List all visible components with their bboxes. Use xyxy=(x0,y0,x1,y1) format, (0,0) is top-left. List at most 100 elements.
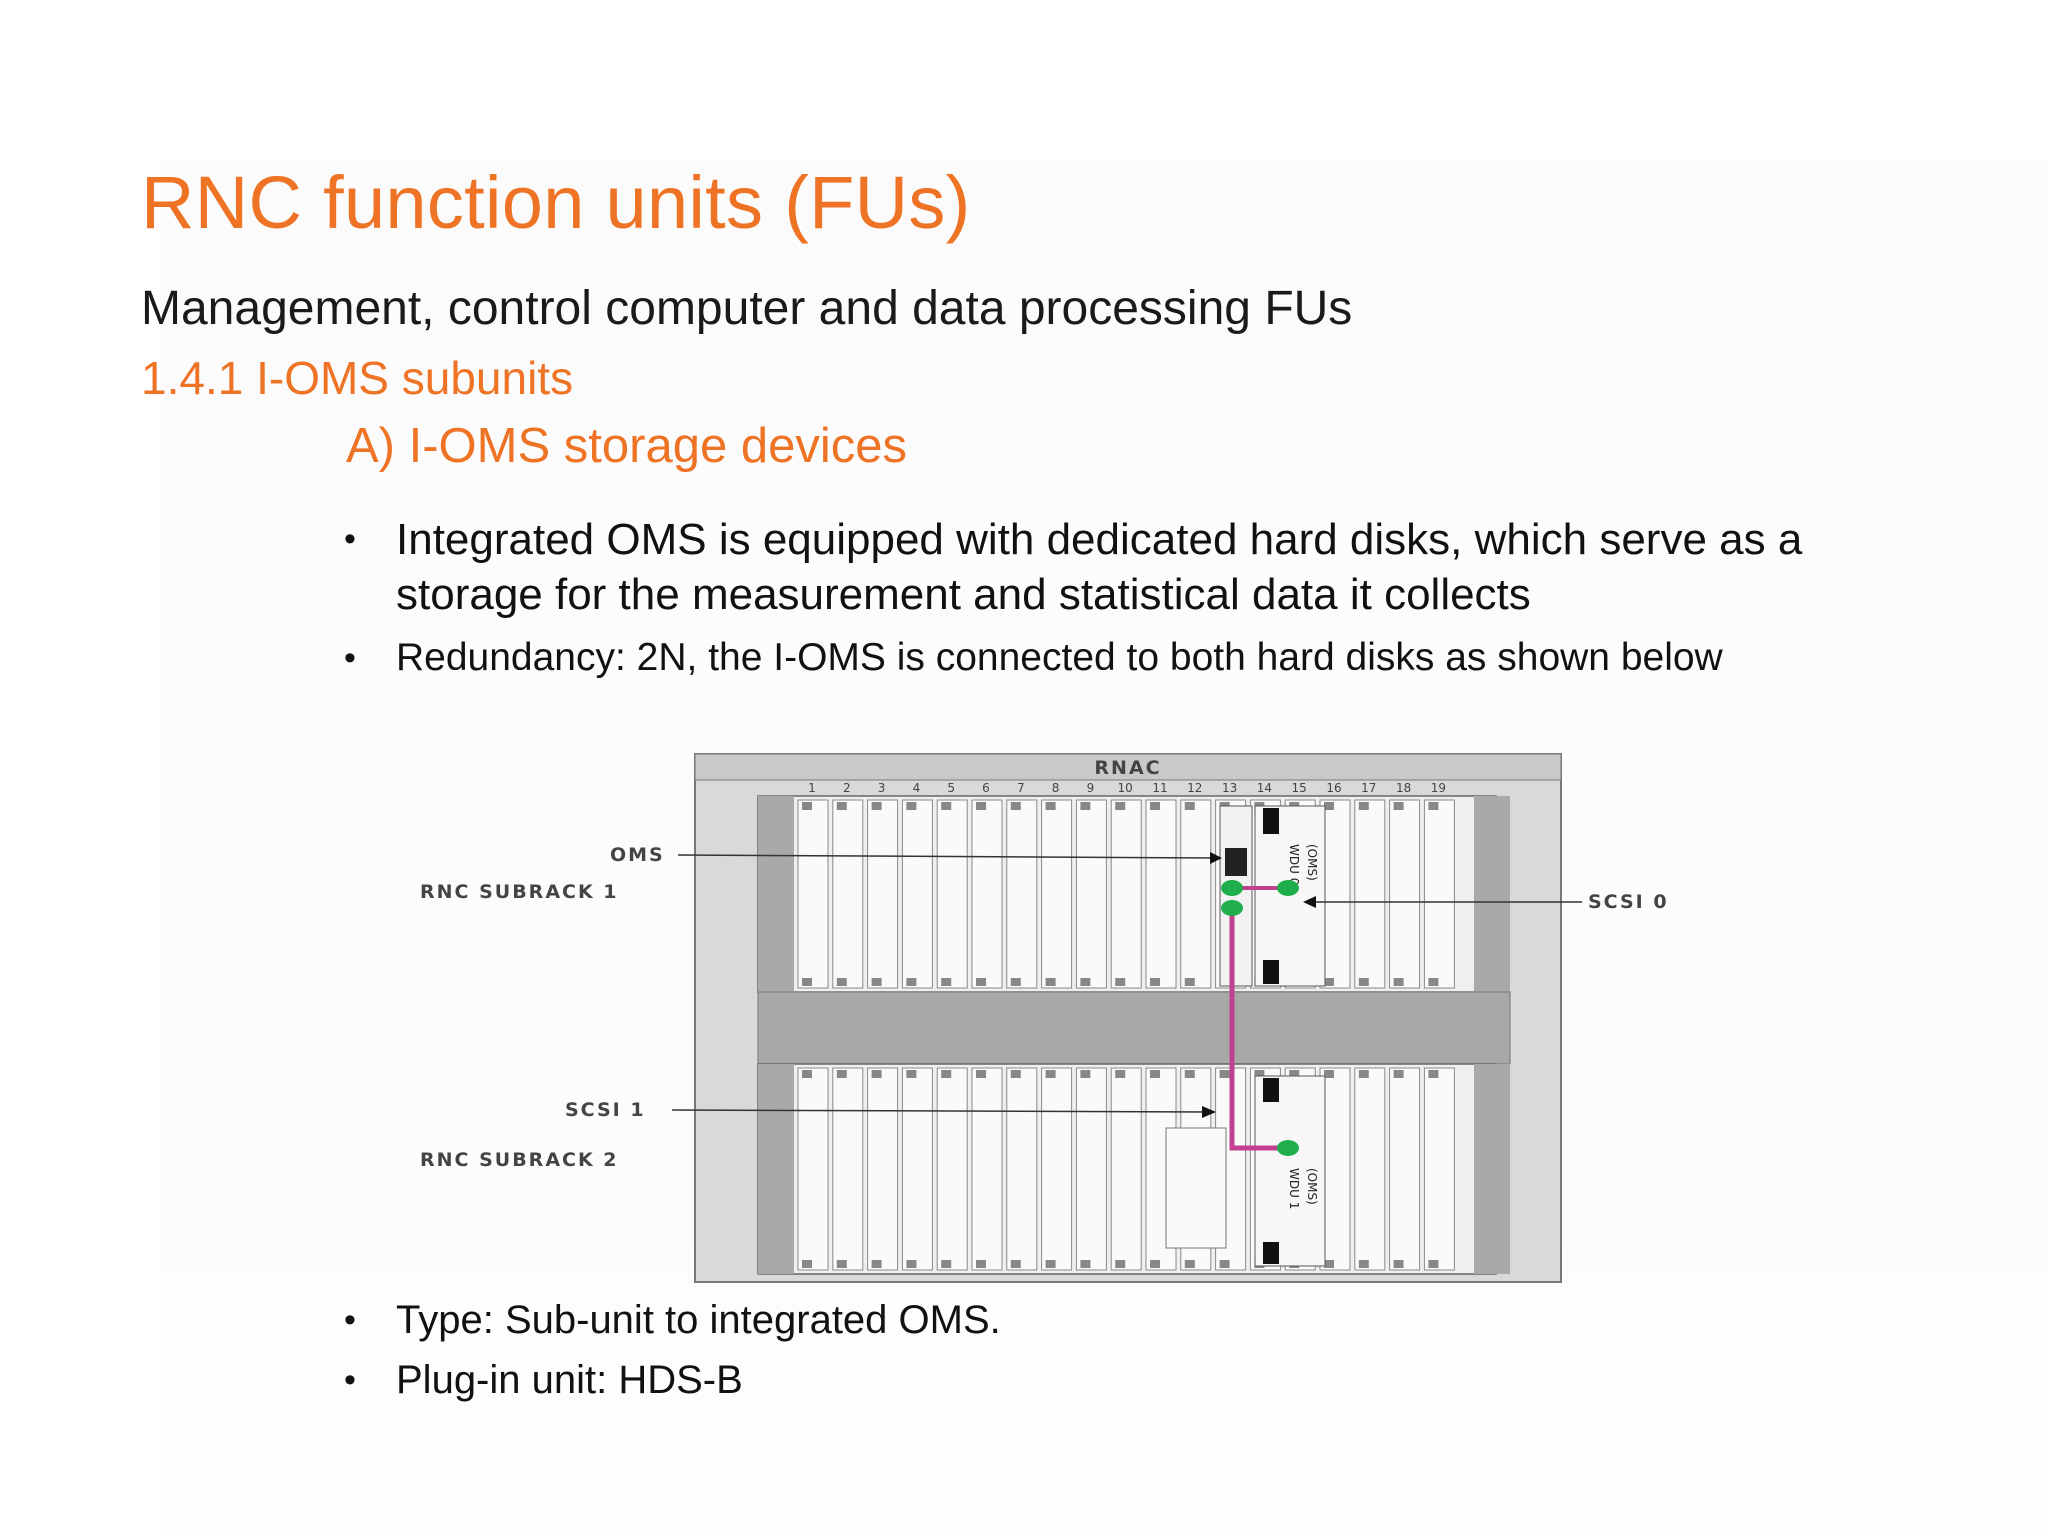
slot-number: 18 xyxy=(1396,781,1411,795)
card-handle xyxy=(802,1260,812,1268)
subrack-2-cards xyxy=(797,1067,1455,1271)
card-handle xyxy=(1428,978,1439,986)
card-handle xyxy=(976,802,986,810)
slide-title: RNC function units (FUs) xyxy=(141,161,971,244)
card-handle xyxy=(1393,802,1404,810)
card-handle xyxy=(1428,1070,1439,1078)
card-slot xyxy=(1354,799,1386,989)
card-slot xyxy=(1075,1067,1107,1271)
section-heading: 1.4.1 I-OMS subunits xyxy=(141,352,574,404)
card-handle xyxy=(1393,1070,1404,1078)
card-slot xyxy=(936,1067,968,1271)
oms-card xyxy=(1219,805,1253,987)
card-handle xyxy=(1080,1070,1091,1078)
card-handle xyxy=(1080,978,1091,986)
subrack-1-right-rail xyxy=(1474,796,1510,992)
card-slot xyxy=(832,1067,864,1271)
card-handle xyxy=(836,802,847,810)
card-slot xyxy=(1389,799,1421,989)
card-handle xyxy=(1045,1260,1056,1268)
card-handle xyxy=(871,1260,882,1268)
wdu-0-oms-label: (OMS) xyxy=(1305,844,1319,881)
card-handle xyxy=(836,978,847,986)
card-handle xyxy=(871,802,882,810)
slot-number: 19 xyxy=(1431,781,1446,795)
oms-pointer-arrow xyxy=(1210,852,1222,864)
subrack-2-label: RNC SUBRACK 2 xyxy=(420,1149,619,1171)
slot-number: 10 xyxy=(1118,781,1133,795)
oms-pointer-line xyxy=(677,854,1221,859)
card-handle xyxy=(1010,1260,1021,1268)
oms-card-port xyxy=(1225,848,1247,876)
card-slot xyxy=(936,799,968,989)
card-handle xyxy=(976,1260,986,1268)
slot-number: 7 xyxy=(1017,781,1025,795)
scsi-0-pointer-arrow xyxy=(1303,896,1316,908)
subrack-1-left-rail xyxy=(758,796,794,992)
card-handle xyxy=(1219,1070,1230,1078)
card-handle xyxy=(1115,802,1126,810)
card-handle xyxy=(1324,1260,1334,1268)
card-handle xyxy=(1358,802,1369,810)
card-handle xyxy=(906,1260,917,1268)
bullet-item: • Type: Sub-unit to integrated OMS. xyxy=(338,1294,1898,1346)
card-slot xyxy=(1389,1067,1421,1271)
card-slot xyxy=(1075,799,1107,989)
slot-number: 13 xyxy=(1222,781,1237,795)
connector-oms-0 xyxy=(1221,880,1243,896)
card-handle xyxy=(976,1070,986,1078)
slot-number: 8 xyxy=(1052,781,1060,795)
card-handle xyxy=(1324,1070,1334,1078)
bullet-dot: • xyxy=(344,1301,356,1339)
slot-number: 11 xyxy=(1152,781,1167,795)
card-slot xyxy=(1041,1067,1073,1271)
cabinet-header xyxy=(694,753,1562,781)
bullet-list-top: • Integrated OMS is equipped with dedica… xyxy=(338,512,1898,682)
card-handle xyxy=(1080,802,1091,810)
card-slot xyxy=(797,799,829,989)
card-slot xyxy=(1006,799,1038,989)
subrack-2-left-rail xyxy=(758,1064,794,1274)
subsection-heading: A) I-OMS storage devices xyxy=(346,419,907,473)
card-handle xyxy=(906,802,917,810)
subrack-2-right-rail xyxy=(1474,1064,1510,1274)
bullet-text: Type: Sub-unit to integrated OMS. xyxy=(396,1298,1001,1342)
card-handle xyxy=(1393,978,1404,986)
wdu-0-label: WDU 0 xyxy=(1287,844,1301,885)
card-handle xyxy=(836,1070,847,1078)
slot-number: 4 xyxy=(913,781,921,795)
card-handle xyxy=(1184,978,1195,986)
connector-wdu-1 xyxy=(1277,1140,1299,1156)
slot-number: 2 xyxy=(843,781,851,795)
card-handle xyxy=(1358,1260,1369,1268)
card-handle xyxy=(1080,1260,1091,1268)
wdu-0-card xyxy=(1254,805,1326,987)
scsi-0-label: SCSI 0 xyxy=(1588,891,1669,913)
card-slot xyxy=(1110,1067,1142,1271)
slot-number: 14 xyxy=(1257,781,1272,795)
card-handle xyxy=(1010,802,1021,810)
bullet-item: • Redundancy: 2N, the I-OMS is connected… xyxy=(338,634,1898,682)
scsi-1-pointer-line xyxy=(671,1109,1211,1113)
slot-number: 5 xyxy=(947,781,955,795)
connector-oms-1 xyxy=(1221,900,1243,916)
bullet-item: • Integrated OMS is equipped with dedica… xyxy=(338,512,1898,622)
card-slot xyxy=(867,1067,899,1271)
scsi-1-label: SCSI 1 xyxy=(565,1099,646,1121)
card-slot xyxy=(1423,799,1455,989)
card-handle xyxy=(1324,978,1334,986)
slot-number: 1 xyxy=(808,781,816,795)
card-handle xyxy=(1150,1070,1160,1078)
slot-number: 15 xyxy=(1292,781,1307,795)
card-slot xyxy=(1145,799,1177,989)
card-handle xyxy=(1150,802,1160,810)
cabinet-label: RNAC xyxy=(1094,757,1161,779)
card-handle xyxy=(1115,978,1126,986)
card-handle xyxy=(836,1260,847,1268)
slot-number: 16 xyxy=(1326,781,1341,795)
bullet-dot: • xyxy=(344,520,356,558)
